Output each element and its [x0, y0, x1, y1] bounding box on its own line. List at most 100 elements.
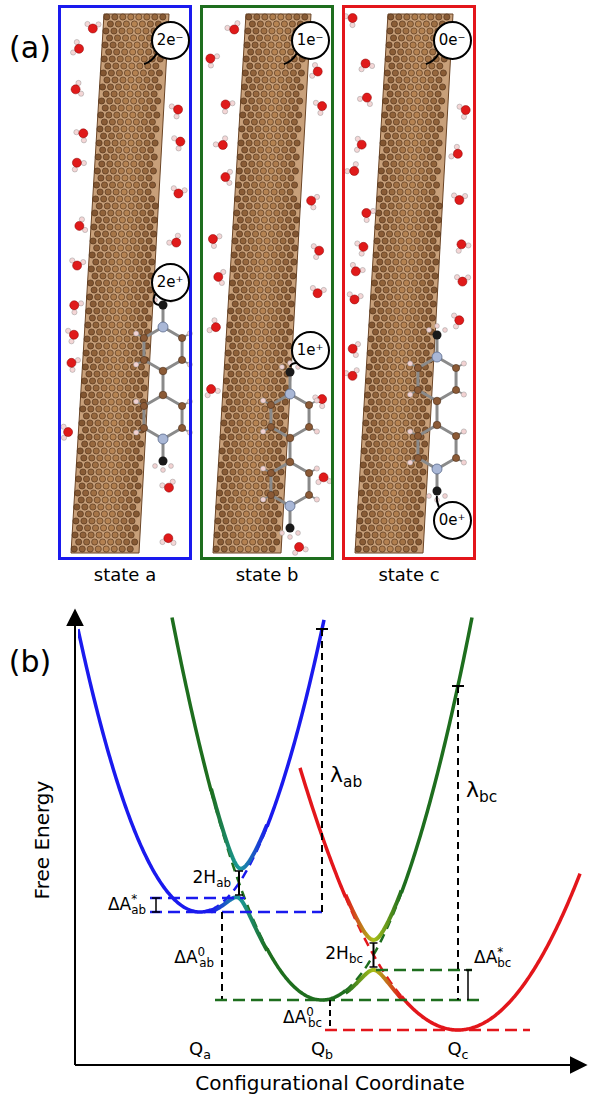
- carbon-atom: [425, 182, 431, 188]
- carbon-atom: [267, 119, 273, 125]
- carbon-atom: [383, 350, 389, 356]
- carbon-atom: [127, 28, 133, 34]
- carbon-atom: [421, 378, 427, 384]
- carbon-atom: [132, 462, 138, 468]
- carbon-atom: [91, 413, 97, 419]
- carbon-atom: [391, 98, 397, 104]
- carbon-atom: [238, 329, 244, 335]
- carbon-atom: [246, 406, 252, 412]
- carbon-atom: [128, 14, 134, 20]
- carbon-atom: [285, 280, 291, 286]
- carbon-atom: [129, 252, 135, 258]
- carbon-atom: [240, 301, 246, 307]
- carbon-atom: [121, 126, 127, 132]
- carbon-atom: [425, 196, 431, 202]
- carbon-atom: [407, 84, 413, 90]
- carbon-atom: [385, 182, 391, 188]
- water-molecule: [208, 234, 222, 249]
- carbon-atom: [93, 448, 99, 454]
- carbon-atom: [421, 189, 427, 195]
- carbon-atom: [247, 518, 253, 524]
- carbon-atom: [254, 406, 260, 412]
- carbon-atom: [235, 448, 241, 454]
- carbon-atom: [147, 161, 153, 167]
- carbon-atom: [410, 231, 416, 237]
- carbon-atom: [259, 322, 265, 328]
- water-molecule: [213, 136, 227, 150]
- carbon-atom: [131, 490, 137, 496]
- carbon-atom: [127, 294, 133, 300]
- carbon-atom: [276, 308, 282, 314]
- carbon-atom: [395, 28, 401, 34]
- carbon-atom: [419, 91, 425, 97]
- carbon-atom: [227, 322, 233, 328]
- carbon-atom: [424, 70, 430, 76]
- carbon-atom: [88, 266, 94, 272]
- carbon-atom: [92, 336, 98, 342]
- carbon-atom: [137, 189, 143, 195]
- carbon-atom: [245, 91, 251, 97]
- carbon-atom: [422, 301, 428, 307]
- carbon-atom: [228, 497, 234, 503]
- nitrogen-atom: [285, 389, 295, 399]
- carbon-atom: [99, 98, 105, 104]
- ring-carbon: [305, 469, 312, 476]
- carbon-atom: [285, 294, 291, 300]
- carbon-atom: [117, 259, 123, 265]
- carbon-atom: [279, 126, 285, 132]
- carbon-atom: [125, 511, 131, 517]
- carbon-atom: [393, 259, 399, 265]
- carbon-atom: [289, 84, 295, 90]
- hydrogen-atom: [318, 110, 323, 115]
- carbon-atom: [228, 434, 234, 440]
- water-molecule: [160, 479, 176, 492]
- carbon-atom: [388, 343, 394, 349]
- carbon-atom: [394, 371, 400, 377]
- carbon-atom: [408, 210, 414, 216]
- carbon-atom: [148, 147, 154, 153]
- carbon-atom: [256, 301, 262, 307]
- hydrogen-atom: [81, 160, 86, 165]
- carbon-atom: [225, 350, 231, 356]
- carbon-atom: [125, 259, 131, 265]
- carbon-atom: [120, 343, 126, 349]
- carbon-atom: [268, 245, 274, 251]
- carbon-atom: [93, 182, 99, 188]
- carbon-atom: [108, 462, 114, 468]
- carbon-atom: [107, 98, 113, 104]
- carbon-atom: [111, 154, 117, 160]
- carbon-atom: [261, 420, 267, 426]
- carbon-atom: [422, 49, 428, 55]
- carbon-atom: [374, 427, 380, 433]
- hydrogen-atom: [230, 101, 235, 106]
- carbon-atom: [101, 56, 107, 62]
- carbon-atom: [376, 399, 382, 405]
- carbon-atom: [382, 427, 388, 433]
- carbon-atom: [218, 462, 224, 468]
- carbon-atom: [143, 154, 149, 160]
- carbon-atom: [434, 168, 440, 174]
- carbon-atom: [83, 490, 89, 496]
- carbon-atom: [411, 420, 417, 426]
- carbon-atom: [385, 448, 391, 454]
- carbon-atom: [104, 532, 110, 538]
- carbon-atom: [282, 70, 288, 76]
- carbon-atom: [126, 168, 132, 174]
- carbon-atom: [113, 252, 119, 258]
- carbon-atom: [280, 49, 286, 55]
- carbon-atom: [138, 301, 144, 307]
- carbon-atom: [262, 203, 268, 209]
- carbon-atom: [423, 287, 429, 293]
- carbon-atom: [123, 224, 129, 230]
- carbon-atom: [128, 532, 134, 538]
- carbon-atom: [262, 77, 268, 83]
- carbon-atom: [400, 70, 406, 76]
- water-molecule: [171, 186, 187, 198]
- carbon-atom: [258, 210, 264, 216]
- carbon-atom: [373, 378, 379, 384]
- carbon-atom: [246, 532, 252, 538]
- carbon-atom: [134, 371, 140, 377]
- carbon-atom: [398, 301, 404, 307]
- carbon-atom: [409, 448, 415, 454]
